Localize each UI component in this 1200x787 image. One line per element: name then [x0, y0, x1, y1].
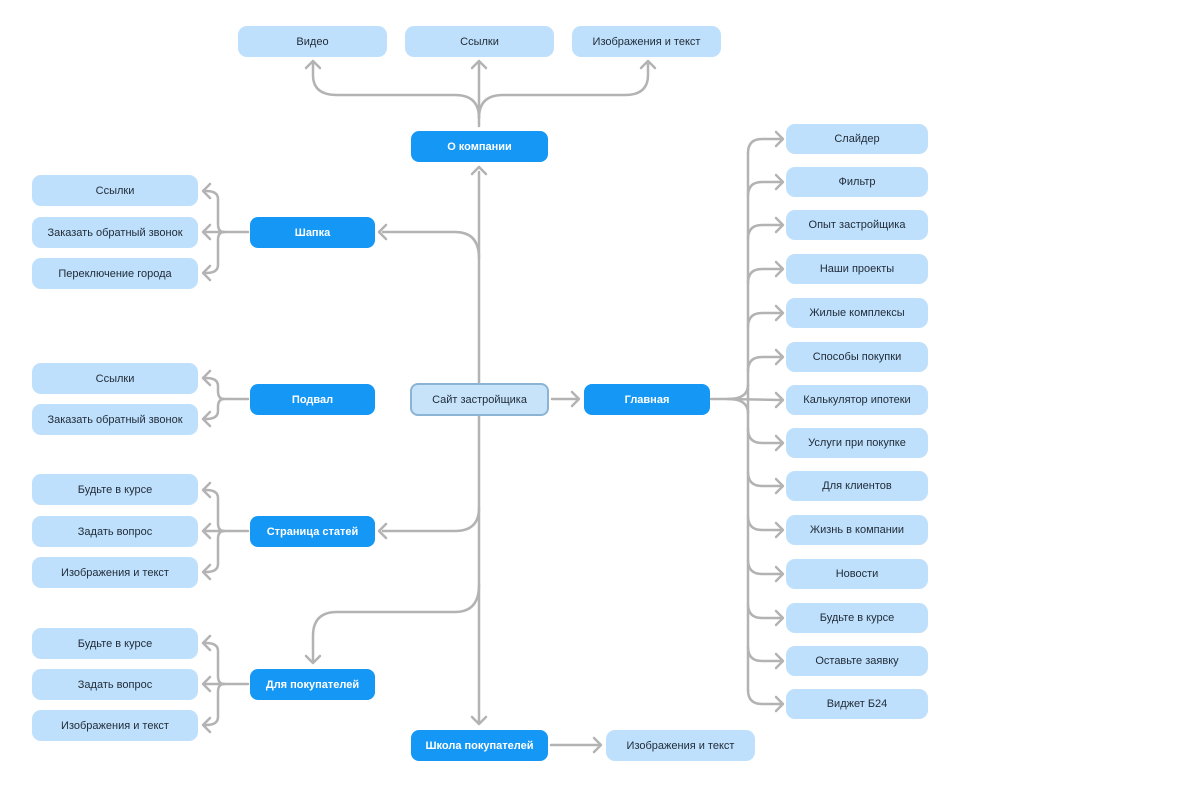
articles-node[interactable]: Страница статей [250, 516, 375, 547]
arrowhead [592, 736, 603, 754]
main-fan-arrowhead [774, 695, 785, 713]
main-fan-arrowhead [774, 348, 785, 366]
main-item-leave-request[interactable]: Оставьте заявку [786, 646, 928, 676]
articles-fan-arrowhead [201, 481, 212, 499]
school-node[interactable]: Школа покупателей [411, 730, 548, 761]
articles-item-ask-question[interactable]: Задать вопрос [32, 516, 198, 547]
header-item-callback[interactable]: Заказать обратный звонок [32, 217, 198, 248]
main-fan-link [746, 558, 782, 576]
buyers-item-ask-question[interactable]: Задать вопрос [32, 669, 198, 700]
main-node[interactable]: Главная [584, 384, 710, 415]
footer-fan-link [204, 397, 226, 421]
header-node[interactable]: Шапка [250, 217, 375, 248]
main-fan-join-down [726, 397, 750, 415]
main-fan-link [746, 311, 782, 329]
footer-item-callback[interactable]: Заказать обратный звонок [32, 404, 198, 435]
arrowhead [570, 390, 581, 408]
buyers-item-stay-tuned[interactable]: Будьте в курсе [32, 628, 198, 659]
main-item-purchase-services[interactable]: Услуги при покупке [786, 428, 928, 458]
about-item-video[interactable]: Видео [238, 26, 387, 57]
main-fan-link [746, 180, 782, 198]
arrowhead-about [470, 165, 488, 176]
about-item-links[interactable]: Ссылки [405, 26, 554, 57]
articles-item-images-text[interactable]: Изображения и текст [32, 557, 198, 588]
main-item-purchase-methods[interactable]: Способы покупки [786, 342, 928, 372]
articles-fan-link [204, 529, 226, 574]
main-fan-arrowhead [774, 216, 785, 234]
main-item-news[interactable]: Новости [786, 559, 928, 589]
school-item-images-text[interactable]: Изображения и текст [606, 730, 755, 761]
main-fan-arrowhead [774, 173, 785, 191]
header-item-city-switch[interactable]: Переключение города [32, 258, 198, 289]
main-fan-arrowhead [774, 260, 785, 278]
main-item-company-life[interactable]: Жизнь в компании [786, 515, 928, 545]
about-item-images-text[interactable]: Изображения и текст [572, 26, 721, 57]
main-item-for-clients[interactable]: Для клиентов [786, 471, 928, 501]
footer-fan-link [204, 376, 226, 401]
main-fan-arrowhead [774, 130, 785, 148]
main-fan-join-up [726, 383, 750, 401]
arrowhead-school [470, 715, 488, 726]
main-item-stay-tuned[interactable]: Будьте в курсе [786, 603, 928, 633]
main-item-residential-complexes[interactable]: Жилые комплексы [786, 298, 928, 328]
arrowhead [470, 59, 488, 70]
arrowhead [377, 223, 388, 241]
main-fan-link [746, 688, 782, 706]
main-fan-link [746, 514, 782, 532]
main-item-mortgage-calculator[interactable]: Калькулятор ипотеки [786, 385, 928, 415]
header-fan-link [204, 230, 226, 275]
main-fan-arrowhead [774, 565, 785, 583]
header-fan-arrowhead [201, 264, 212, 282]
footer-fan-arrowhead [201, 410, 212, 428]
main-fan-link [746, 223, 782, 241]
main-fan-arrowhead [774, 304, 785, 322]
buyers-fan-arrowhead [201, 634, 212, 652]
main-item-b24-widget[interactable]: Виджет Б24 [786, 689, 928, 719]
buyers-node[interactable]: Для покупателей [250, 669, 375, 700]
main-item-developer-experience[interactable]: Опыт застройщика [786, 210, 928, 240]
root-node[interactable]: Сайт застройщика [410, 383, 549, 416]
main-fan-link [746, 137, 782, 155]
header-item-links[interactable]: Ссылки [32, 175, 198, 206]
articles-fan-arrowhead [201, 563, 212, 581]
buyers-fan-link [204, 682, 226, 727]
main-fan-arrowhead [774, 521, 785, 539]
articles-fan-arrowhead [201, 522, 212, 540]
header-fan-arrowhead [201, 223, 212, 241]
main-fan-arrowhead [774, 652, 785, 670]
articles-branch [381, 506, 481, 533]
main-fan-arrowhead [774, 477, 785, 495]
main-fan-link [746, 355, 782, 373]
main-item-slider[interactable]: Слайдер [786, 124, 928, 154]
footer-node[interactable]: Подвал [250, 384, 375, 415]
main-fan-link [746, 267, 782, 285]
main-fan-link [746, 645, 782, 663]
main-fan-link [746, 427, 782, 445]
articles-item-stay-tuned[interactable]: Будьте в курсе [32, 474, 198, 505]
header-branch [381, 230, 481, 260]
header-fan-arrowhead [201, 182, 212, 200]
about-branch-left [311, 62, 481, 120]
arrowhead [377, 522, 388, 540]
buyers-fan-arrowhead [201, 716, 212, 734]
main-fan-arrowhead [774, 609, 785, 627]
about-node[interactable]: О компании [411, 131, 548, 162]
arrowhead [304, 654, 322, 665]
main-item-filter[interactable]: Фильтр [786, 167, 928, 197]
main-fan-arrowhead [774, 391, 785, 409]
footer-item-links[interactable]: Ссылки [32, 363, 198, 394]
buyers-item-images-text[interactable]: Изображения и текст [32, 710, 198, 741]
about-branch-right [477, 62, 650, 120]
main-fan-link [746, 470, 782, 488]
main-fan-arrowhead [774, 434, 785, 452]
buyers-branch [311, 583, 481, 662]
main-item-our-projects[interactable]: Наши проекты [786, 254, 928, 284]
footer-fan-arrowhead [201, 369, 212, 387]
arrowhead [304, 59, 322, 70]
main-fan-link [746, 602, 782, 620]
buyers-fan-arrowhead [201, 675, 212, 693]
arrowhead [639, 59, 657, 70]
